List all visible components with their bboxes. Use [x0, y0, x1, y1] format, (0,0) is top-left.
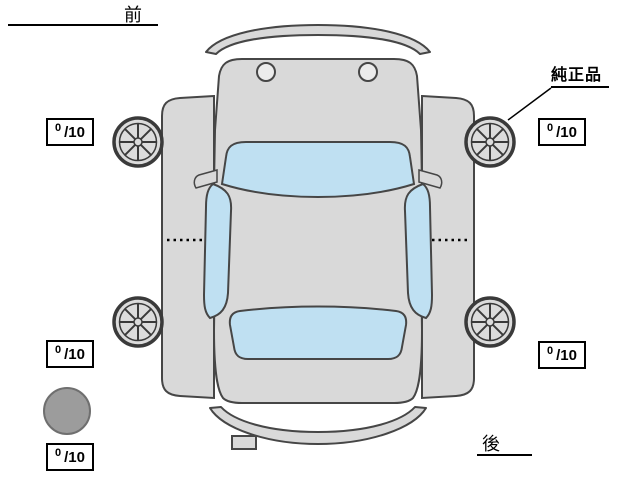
rear-plate-rect: [231, 435, 257, 450]
wheel-front-left-icon: [112, 116, 164, 168]
hood-circle-right: [358, 62, 378, 82]
spare-tire-icon: [43, 387, 91, 435]
tire-score-front-right-max: /10: [556, 123, 577, 141]
left-window-glass: [202, 182, 233, 320]
rear-label: 後: [482, 434, 500, 454]
hood-circle-left: [256, 62, 276, 82]
left-side-panel: [161, 94, 215, 400]
right-mirror-icon: [418, 169, 443, 189]
tire-score-front-right-value: 0: [547, 122, 554, 134]
tire-score-rear-left: 0 /10: [46, 340, 94, 368]
tire-score-spare-value: 0: [55, 447, 62, 459]
tire-score-front-left: 0 /10: [46, 118, 94, 146]
rear-window-glass: [228, 305, 408, 360]
tire-score-rear-left-value: 0: [55, 344, 62, 356]
tire-score-front-left-value: 0: [55, 122, 62, 134]
tire-score-front-left-max: /10: [64, 123, 85, 141]
tire-score-rear-right-value: 0: [547, 345, 554, 357]
tire-score-rear-right-max: /10: [556, 346, 577, 364]
tire-score-spare-max: /10: [64, 448, 85, 466]
rear-bumper: [209, 406, 427, 445]
genuine-part-label: 純正品: [551, 67, 603, 84]
right-window-glass: [403, 182, 434, 320]
wheel-rear-left-icon: [112, 296, 164, 348]
left-mirror-icon: [193, 169, 218, 189]
front-bumper: [205, 24, 431, 55]
tire-score-rear-right: 0 /10: [538, 341, 586, 369]
tire-score-front-right: 0 /10: [538, 118, 586, 146]
front-label: 前: [124, 5, 142, 25]
genuine-leader-line: [507, 87, 552, 121]
tire-score-rear-left-max: /10: [64, 345, 85, 363]
wheel-front-right-icon: [464, 116, 516, 168]
right-side-panel: [421, 94, 475, 400]
tire-score-spare: 0 /10: [46, 443, 94, 471]
wheel-rear-right-icon: [464, 296, 516, 348]
windshield-glass: [220, 141, 416, 199]
